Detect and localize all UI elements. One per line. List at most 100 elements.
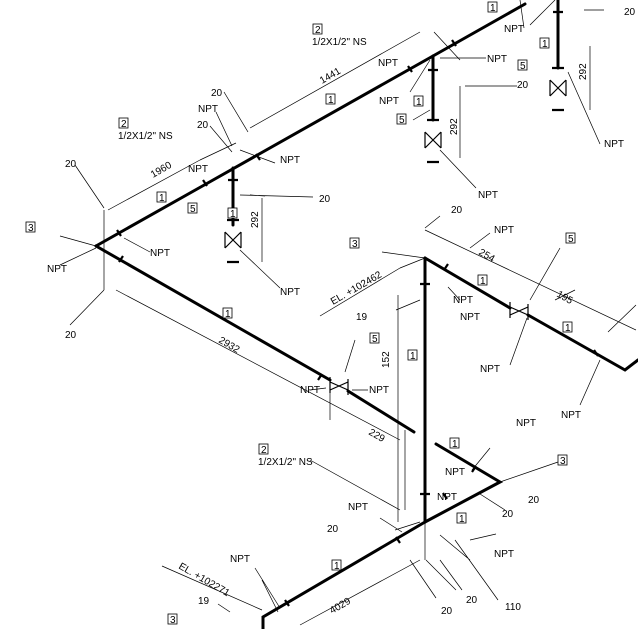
tag-box <box>258 443 269 455</box>
tag-branch: 2 <box>315 25 321 36</box>
fittings <box>116 10 599 607</box>
dim-20: 20 <box>517 80 529 91</box>
line-segment <box>395 286 461 522</box>
npt-label: NPT <box>460 312 480 323</box>
npt-label: NPT <box>437 492 457 503</box>
line-segment <box>329 377 349 395</box>
tag-pipe: 1 <box>459 514 465 525</box>
tag-elbow: 3 <box>560 456 566 467</box>
line-segment <box>409 59 477 189</box>
npt-label: NPT <box>198 104 218 115</box>
dim-20: 20 <box>528 495 540 506</box>
line-segment <box>239 149 314 262</box>
elevation-lower: EL. +102271 <box>177 561 232 599</box>
dim-1960: 1960 <box>149 160 174 181</box>
line-segment <box>224 231 242 249</box>
npt-label: NPT <box>494 225 514 236</box>
tag-valve: 5 <box>399 115 405 126</box>
line-segment <box>579 304 637 406</box>
line-segment <box>107 142 237 211</box>
dim-19: 19 <box>356 312 368 323</box>
npt-label: NPT <box>494 549 514 560</box>
dim-20: 20 <box>451 205 463 216</box>
pipe-upper-left-run <box>94 2 527 248</box>
tag-box <box>187 202 198 214</box>
tag-pipe: 1 <box>334 561 340 572</box>
tag-elbow: 3 <box>170 615 176 626</box>
tag-box <box>539 37 550 49</box>
npt-label: NPT <box>487 54 507 65</box>
tag-valve: 5 <box>190 204 196 215</box>
valves <box>224 66 567 395</box>
tag-box <box>369 332 380 344</box>
valve-symbol <box>549 66 567 112</box>
tag-box <box>487 1 498 13</box>
dim-20: 20 <box>65 159 77 170</box>
tag-box <box>167 613 178 625</box>
npt-label: NPT <box>378 58 398 69</box>
dim-2932: 2932 <box>217 335 242 356</box>
npt-label: NPT <box>480 364 500 375</box>
line-segment <box>239 249 281 289</box>
tag-box <box>562 321 573 333</box>
npt-label: NPT <box>516 418 536 429</box>
valve-symbol <box>509 302 529 320</box>
dim-20: 20 <box>502 509 514 520</box>
valve-symbol <box>424 118 442 164</box>
line-segment <box>409 559 463 599</box>
npt-label: NPT <box>504 24 524 35</box>
tag-elbow: 3 <box>352 239 358 250</box>
pipe-lower-run <box>261 520 427 629</box>
tag-box <box>222 307 233 319</box>
dim-20: 20 <box>211 88 223 99</box>
tag-box <box>407 349 418 361</box>
tag-pipe: 1 <box>490 3 496 14</box>
line-segment <box>427 118 439 164</box>
pipe-left-long-run <box>94 244 332 382</box>
line-segment <box>424 522 499 601</box>
dim-1441: 1441 <box>318 66 343 87</box>
line-segment <box>424 131 442 149</box>
line-segment <box>227 218 239 264</box>
fitting-mark <box>284 536 401 607</box>
dim-19: 19 <box>198 596 210 607</box>
tag-box <box>325 93 336 105</box>
tag-branch: 2 <box>261 445 267 456</box>
npt-label: NPT <box>230 554 250 565</box>
pipe-left-long-run-after-valve <box>346 389 416 434</box>
line-segment <box>309 339 368 391</box>
dim-20: 20 <box>624 7 636 18</box>
fitting-mark <box>116 229 124 263</box>
tag-box <box>456 512 467 524</box>
npt-label: NPT <box>445 467 465 478</box>
dim-20: 20 <box>466 595 478 606</box>
valve-symbol <box>224 218 242 264</box>
line-segment <box>440 57 517 158</box>
tag-box <box>413 95 424 107</box>
tag-box <box>312 23 323 35</box>
labels: 2 1 1 5 5 2 1 5 3 1 3 1 5 1 5 1 1 2 3 1 … <box>28 3 636 626</box>
fitting-mark <box>228 10 563 182</box>
tag-box <box>227 207 238 219</box>
dim-20: 20 <box>319 194 331 205</box>
npt-label: NPT <box>300 385 320 396</box>
line-segment <box>509 302 529 320</box>
npt-label: NPT <box>561 410 581 421</box>
tag-valve: 5 <box>520 61 526 72</box>
line-segment <box>115 289 406 510</box>
tag-valve: 5 <box>372 334 378 345</box>
dim-20: 20 <box>197 120 209 131</box>
dim-229: 229 <box>367 427 387 445</box>
line-segment <box>299 559 421 626</box>
tag-valve: 5 <box>568 234 574 245</box>
tag-box <box>396 113 407 125</box>
elevation-upper: EL. +102462 <box>329 269 384 307</box>
tag-pipe: 1 <box>480 276 486 287</box>
line-segment <box>319 251 426 317</box>
tag-pipe: 1 <box>416 97 422 108</box>
leader-lines <box>59 0 637 626</box>
dim-20: 20 <box>327 524 339 535</box>
tag-box <box>25 221 36 233</box>
pipe-lower-branch <box>423 442 504 524</box>
